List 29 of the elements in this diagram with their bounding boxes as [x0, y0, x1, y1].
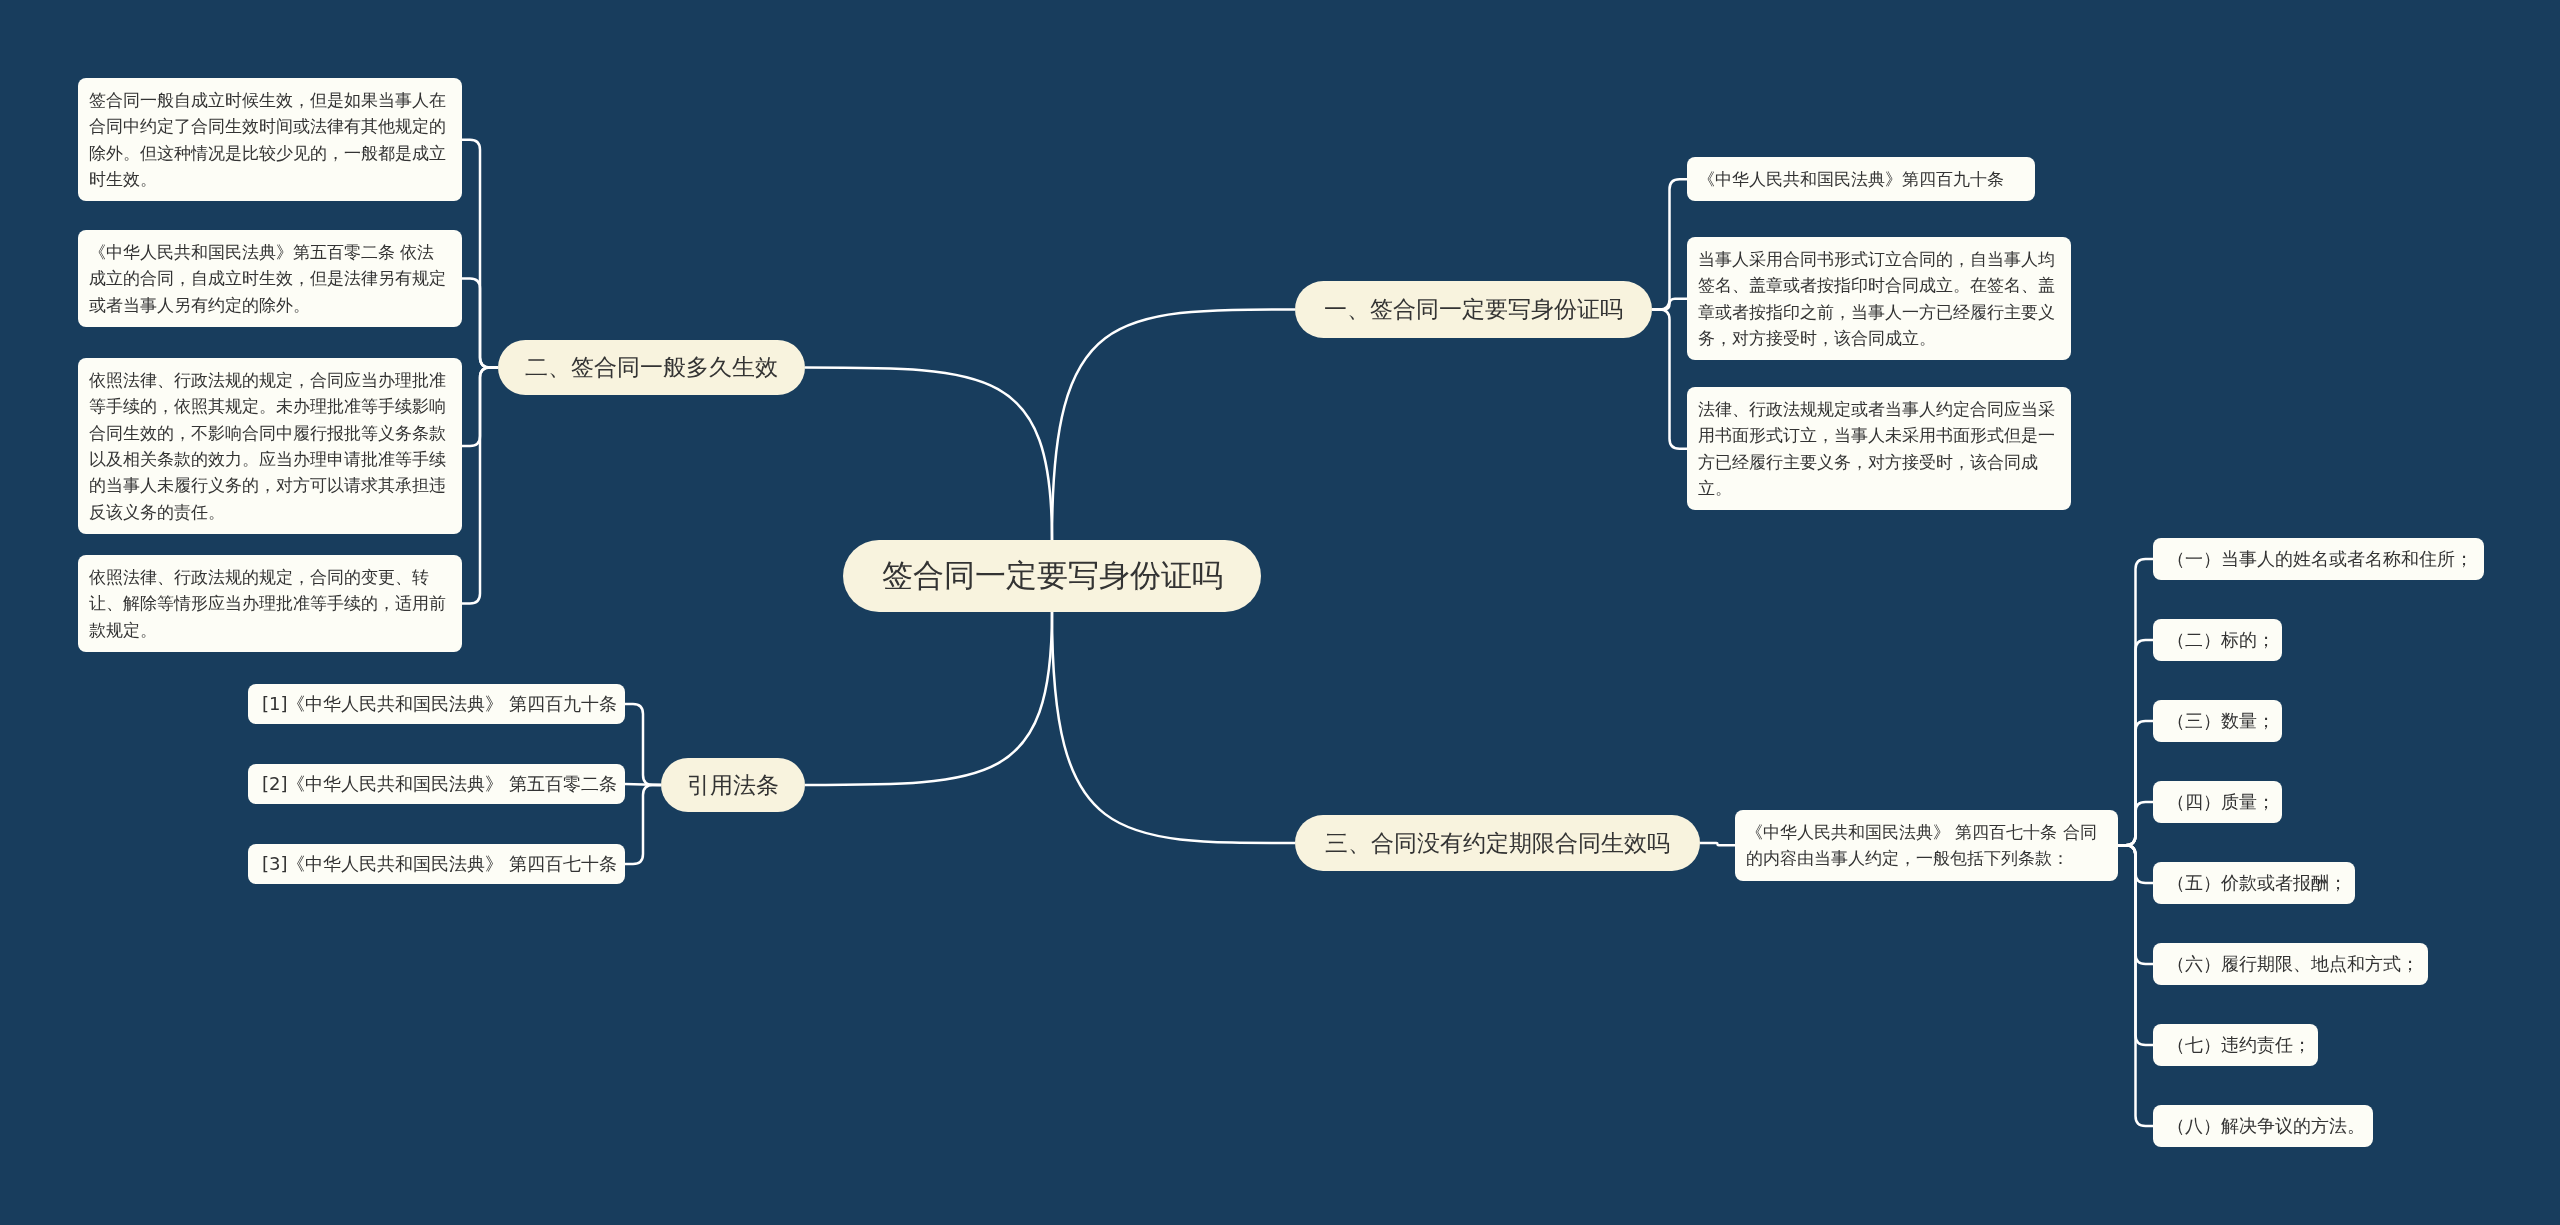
- topic-box: 引用法条: [661, 758, 805, 812]
- connector-line: [1050, 611, 1295, 845]
- connector-line: [462, 366, 498, 605]
- topic-box: 三、合同没有约定期限合同生效吗: [1295, 815, 1700, 871]
- note-box: （七）违约责任；: [2153, 1024, 2318, 1066]
- connector-line: [805, 366, 1054, 541]
- connector-line: [625, 783, 661, 866]
- note-box: [1]《中华人民共和国民法典》 第四百九十条: [248, 684, 625, 724]
- note-box: （六）履行期限、地点和方式；: [2153, 943, 2428, 985]
- note-box: [2]《中华人民共和国民法典》 第五百零二条: [248, 764, 625, 804]
- note-box: （四）质量；: [2153, 781, 2282, 823]
- note-box: 依照法律、行政法规的规定，合同的变更、转让、解除等情形应当办理批准等手续的，适用前款规定。: [78, 555, 462, 653]
- note-box: （八）解决争议的方法。: [2153, 1105, 2373, 1147]
- note-box: （三）数量；: [2153, 700, 2282, 742]
- topic-box: 二、签合同一般多久生效: [498, 340, 805, 395]
- note-box: 《中华人民共和国民法典》第四百九十条: [1687, 157, 2035, 202]
- central-topic: 签合同一定要写身份证吗: [843, 540, 1261, 612]
- note-box: 签合同一般自成立时候生效，但是如果当事人在合同中约定了合同生效时间或法律有其他规定的除外。但这种情况是比较少见的，一般都是成立时生效。: [78, 78, 462, 202]
- topic-box: 一、签合同一定要写身份证吗: [1295, 281, 1652, 338]
- note-box: 依照法律、行政法规的规定，合同应当办理批准等手续的，依照其规定。未办理批准等手续影响合同生效的，不影响合同中履行报批等义务条款以及相关条款的效力。应当办理申请批准等手续的当事人未履行义务的，对方可以请求其承担违反该义务的责任。: [78, 358, 462, 535]
- note-box: 法律、行政法规规定或者当事人约定合同应当采用书面形式订立，当事人未采用书面形式但是一方已经履行主要义务，对方接受时，该合同成立。: [1687, 387, 2071, 511]
- note-box: （二）标的；: [2153, 619, 2282, 661]
- connector-line: [1700, 841, 1735, 847]
- note-box: 《中华人民共和国民法典》 第四百七十条 合同的内容由当事人约定，一般包括下列条款：: [1735, 810, 2118, 881]
- note-box: （五）价款或者报酬；: [2153, 862, 2355, 904]
- note-box: 《中华人民共和国民法典》第五百零二条 依法成立的合同，自成立时生效，但是法律另有规定或者当事人另有约定的除外。: [78, 230, 462, 328]
- note-box: （一）当事人的姓名或者名称和住所；: [2153, 538, 2484, 580]
- note-box: 当事人采用合同书形式订立合同的，自当事人均签名、盖章或者按指印时合同成立。在签名、盖章或者按指印之前，当事人一方已经履行主要义务，对方接受时，该合同成立。: [1687, 237, 2071, 361]
- note-box: [3]《中华人民共和国民法典》 第四百七十条: [248, 844, 625, 884]
